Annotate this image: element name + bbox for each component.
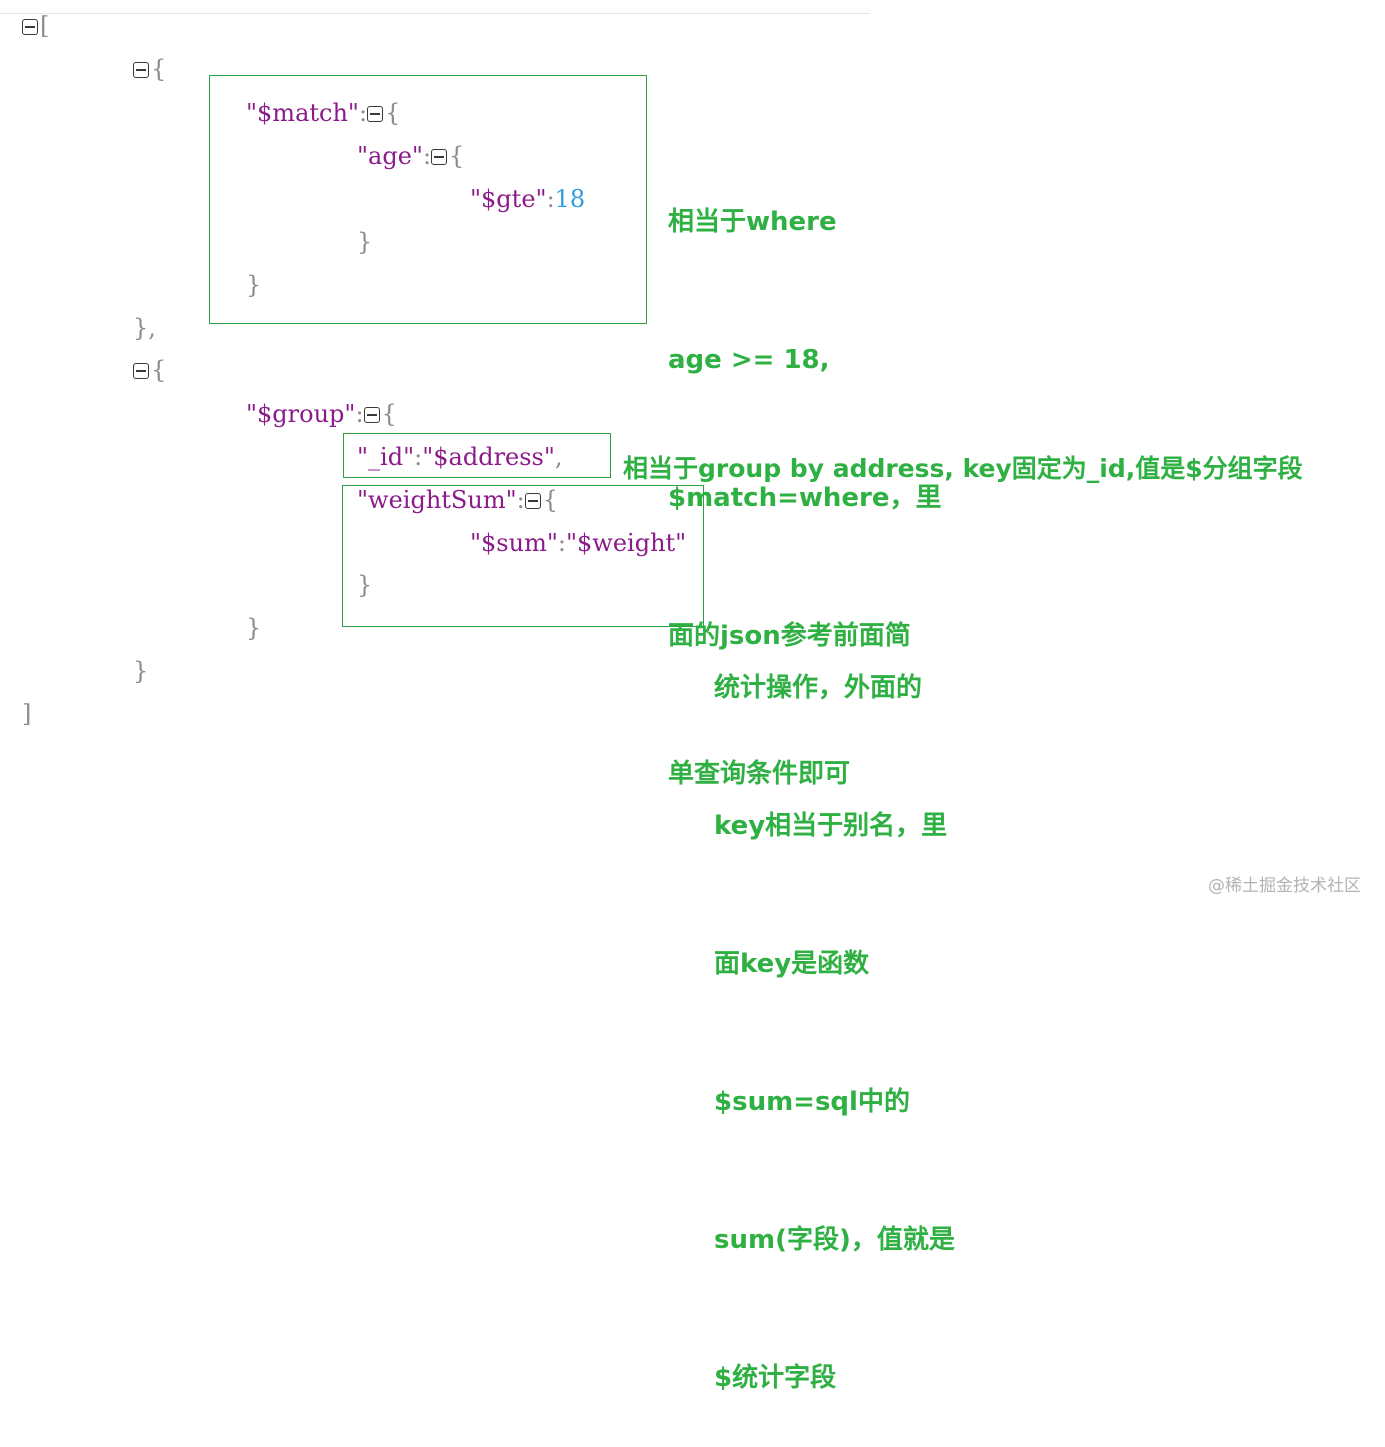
code-line-array-close: ] xyxy=(22,700,32,728)
code-line-weightsum: "weightSum":{ xyxy=(357,486,558,514)
code-line-match: "$match":{ xyxy=(246,99,401,127)
collapse-toggle-icon[interactable] xyxy=(431,149,448,165)
weightsum-highlight-box xyxy=(342,485,704,627)
code-line-obj2-close: } xyxy=(133,657,149,685)
collapse-toggle-icon[interactable] xyxy=(133,62,149,78)
collapse-toggle-icon[interactable] xyxy=(367,106,384,122)
code-line-array-open: [ xyxy=(22,12,49,40)
collapse-toggle-icon[interactable] xyxy=(524,493,541,509)
collapse-toggle-icon[interactable] xyxy=(133,363,149,379)
code-line-obj1-close: }, xyxy=(133,314,156,342)
code-line-id: "_id":"$address", xyxy=(357,443,563,471)
code-line-match-close: } xyxy=(246,271,262,299)
code-line-weightsum-close: } xyxy=(357,571,373,599)
code-line-group-close: } xyxy=(246,614,262,642)
code-line-age-close: } xyxy=(357,228,373,256)
code-line-gte: "$gte":18 xyxy=(470,185,586,213)
collapse-toggle-icon[interactable] xyxy=(363,407,380,423)
code-line-obj2-open: { xyxy=(133,356,166,384)
watermark: @稀土掘金技术社区 xyxy=(1208,876,1361,896)
match-highlight-box xyxy=(209,75,647,324)
match-annotation: 相当于where age >= 18, $match=where，里 面的jso… xyxy=(668,207,942,789)
sum-annotation: 统计操作，外面的 key相当于别名，里 面key是函数 $sum=sql中的 s… xyxy=(714,673,955,1393)
code-line-group: "$group":{ xyxy=(246,400,397,428)
code-line-age: "age":{ xyxy=(357,142,465,170)
id-highlight-box xyxy=(343,433,611,478)
collapse-toggle-icon[interactable] xyxy=(22,19,38,35)
code-line-obj1-open: { xyxy=(133,55,166,83)
group-annotation: 相当于group by address, key固定为_id,值是$分组字段 xyxy=(623,454,1303,483)
code-line-sum: "$sum":"$weight" xyxy=(470,529,687,557)
top-divider xyxy=(0,13,870,14)
